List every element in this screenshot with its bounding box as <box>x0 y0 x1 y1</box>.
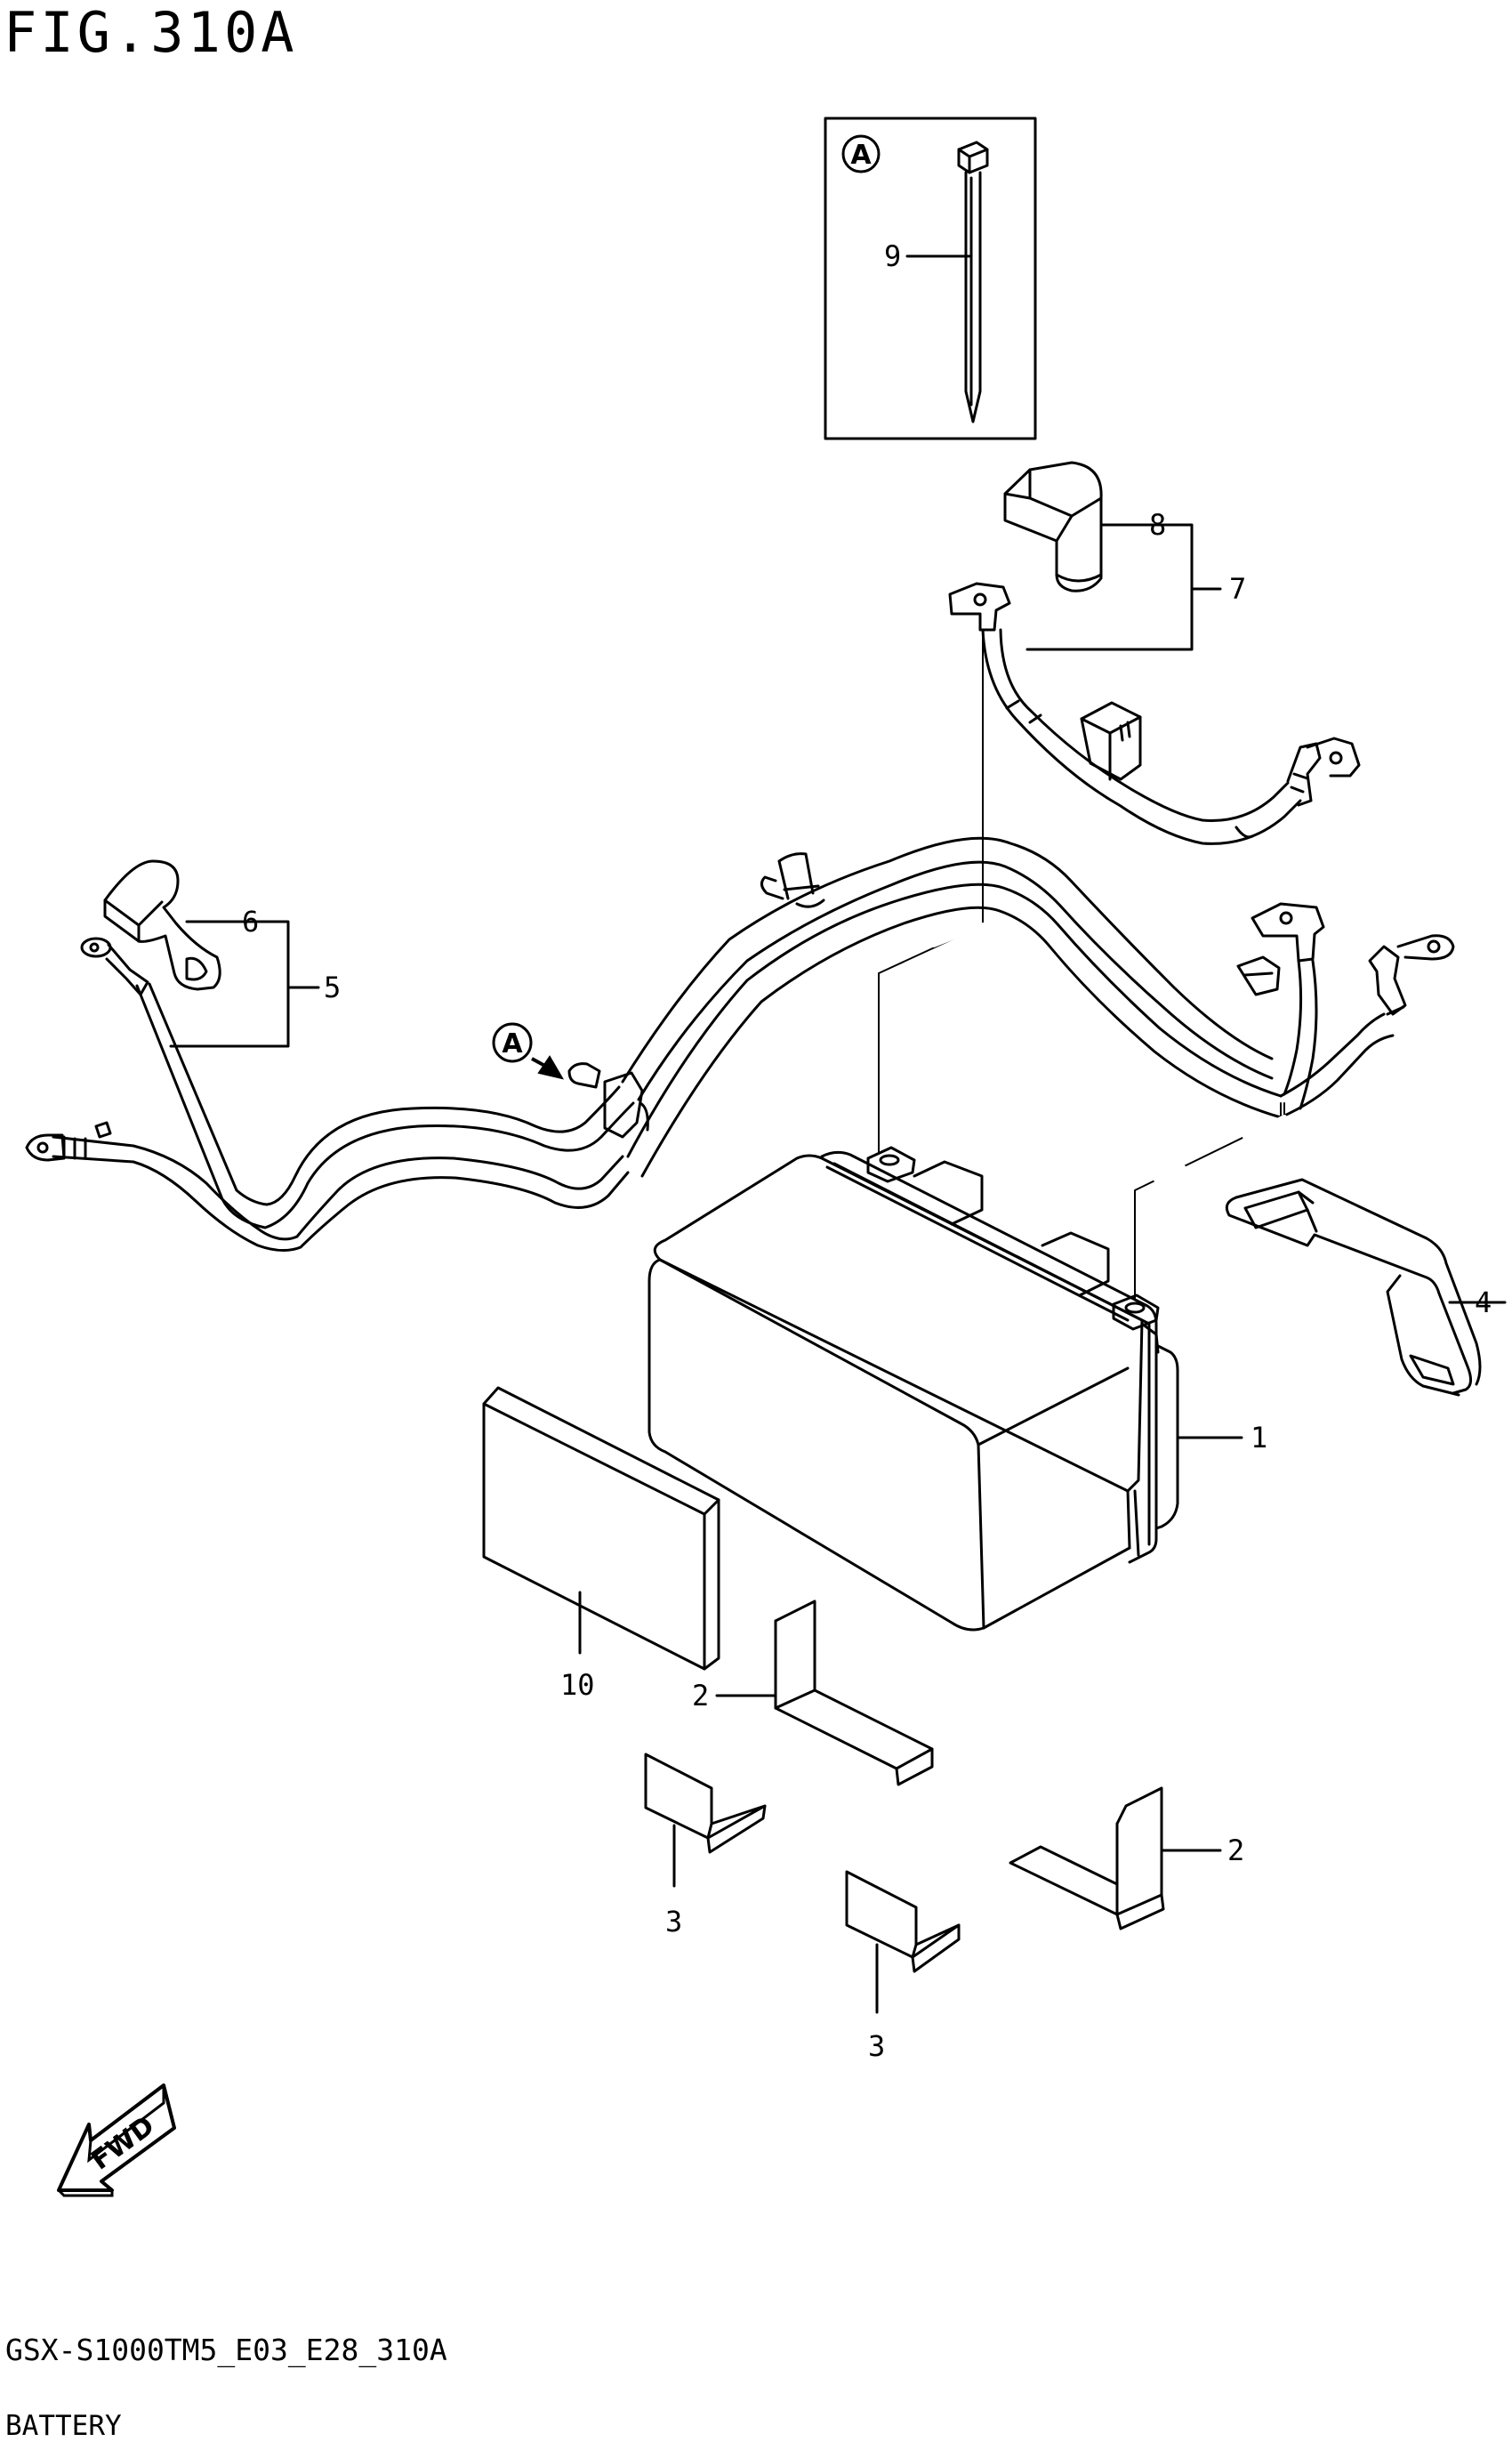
battery-strap-part-4 <box>1225 1178 1482 1397</box>
callout-2-lower: 2 <box>1227 1833 1245 1867</box>
leader-8-7-bracket <box>1025 523 1222 651</box>
spacer-part-3-right <box>845 1870 961 1973</box>
callout-6: 6 <box>242 905 260 939</box>
spacer-part-2-upper <box>774 1600 934 1786</box>
callout-8: 8 <box>1149 508 1167 542</box>
pointer-a: A <box>492 1022 565 1080</box>
callout-7: 7 <box>1229 572 1247 606</box>
long-cable-part-5 <box>25 937 635 1252</box>
alignment-leaders <box>878 629 1287 1300</box>
inset-box-a <box>824 117 1037 440</box>
cable-tie-part-9 <box>957 141 989 423</box>
leader-6-5-bracket <box>169 920 320 1048</box>
callout-3-right: 3 <box>868 2029 886 2063</box>
spacer-part-2-lower <box>1009 1786 1165 1930</box>
short-cable-part-7 <box>948 582 1361 845</box>
figure-title: FIG.310A <box>4 0 298 65</box>
inset-label: A <box>850 140 872 171</box>
figure-code: GSX-S1000TM5_E03_E28_310A <box>5 2333 447 2367</box>
callout-5: 5 <box>324 971 342 1004</box>
figure-name: BATTERY <box>5 2410 122 2442</box>
terminal-cap-part-6 <box>103 859 221 991</box>
terminal-cover-part-8 <box>1003 461 1103 592</box>
pad-part-10 <box>482 1386 720 1671</box>
callout-4: 4 <box>1475 1285 1492 1319</box>
callout-10: 10 <box>560 1668 595 1702</box>
callout-1: 1 <box>1251 1421 1268 1455</box>
fwd-arrow-icon: FWD <box>57 2083 176 2197</box>
callout-9: 9 <box>884 239 902 273</box>
pointer-label: A <box>502 1028 523 1060</box>
main-harness <box>567 836 1455 1178</box>
battery-part-1 <box>647 1146 1179 1632</box>
callout-2-upper: 2 <box>692 1679 710 1713</box>
spacer-part-3-left <box>644 1753 767 1854</box>
callout-3-left: 3 <box>665 1905 683 1938</box>
